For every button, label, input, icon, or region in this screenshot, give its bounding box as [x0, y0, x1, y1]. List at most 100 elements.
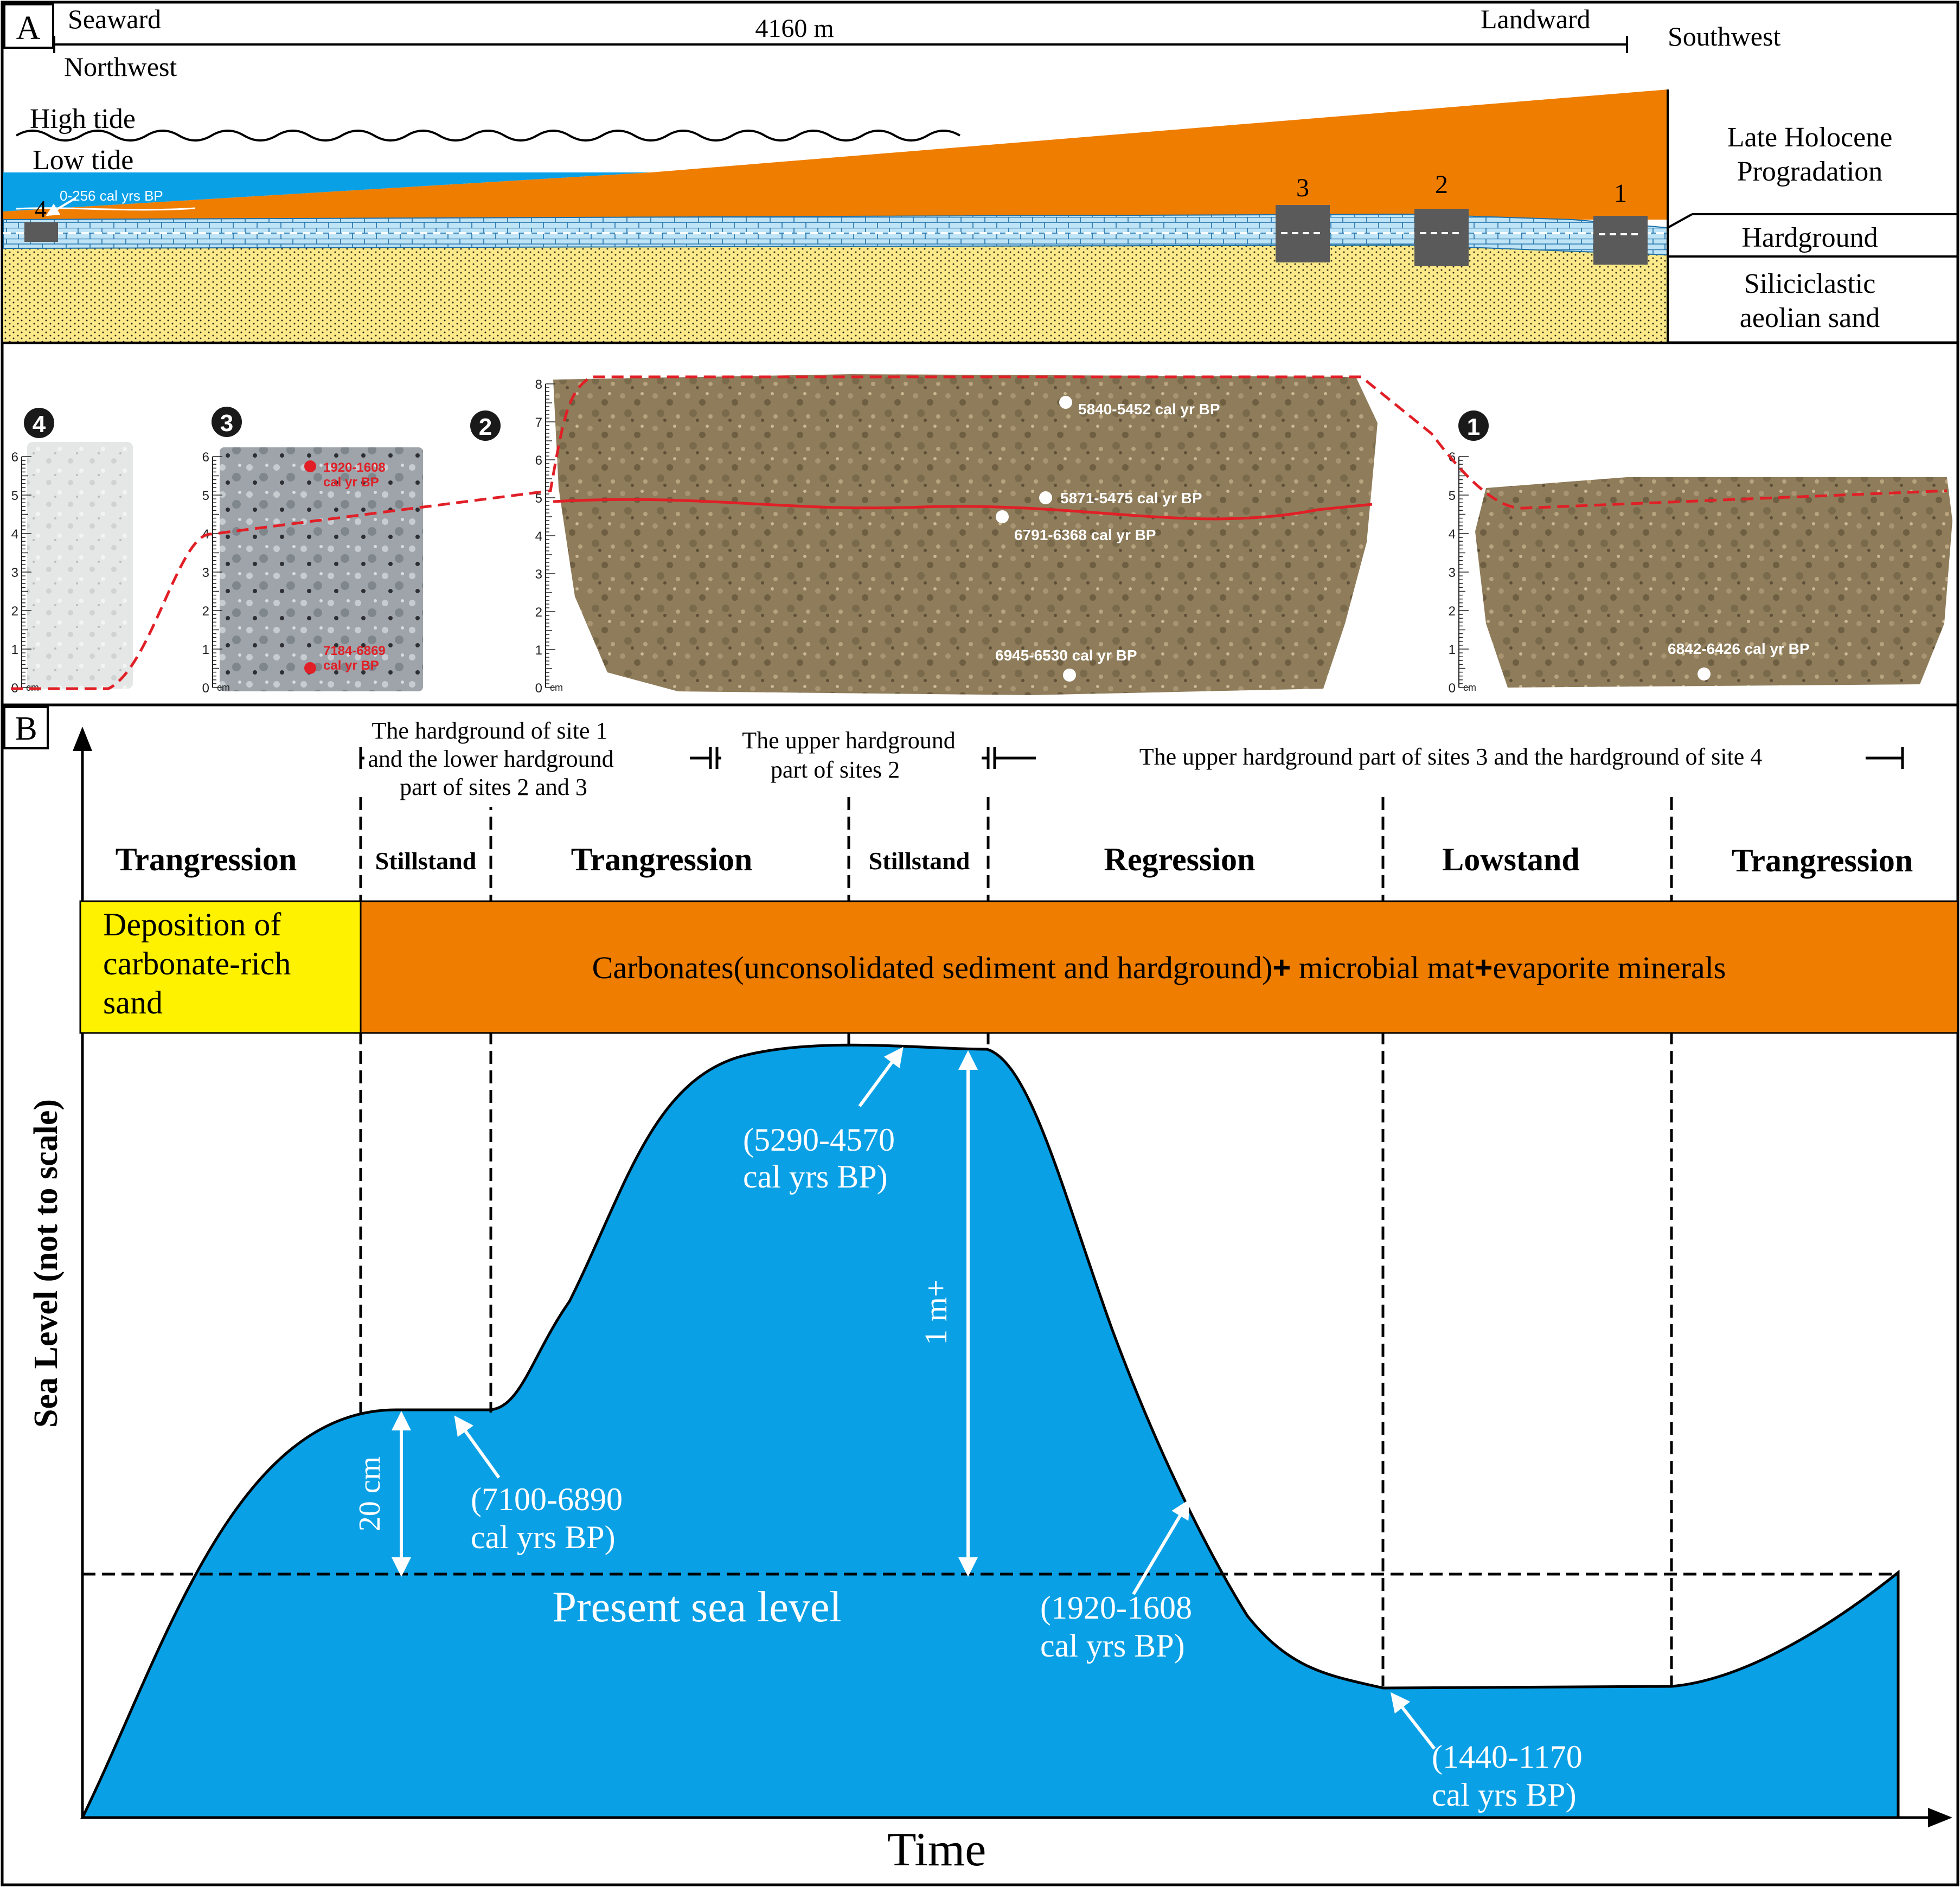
y-axis-label: Sea Level (not to scale) [28, 1099, 65, 1428]
age-7100-arrow [454, 1415, 501, 1479]
site-4-ruler-label: 6 [11, 450, 18, 465]
site-3-bottom-age-1: 7184-6869 [323, 644, 386, 658]
site-3-sample-photo [220, 447, 423, 691]
site-1-badge-number: 1 [1467, 414, 1480, 440]
landward-label: Landward [1481, 4, 1591, 34]
legend-late-holocene-2: Progradation [1737, 156, 1883, 187]
panel-a-label-box [3, 3, 54, 49]
high-tide-wave [15, 130, 961, 142]
site-2-number: 2 [1435, 170, 1448, 199]
site-4-ruler-label: 4 [11, 527, 18, 542]
bracket-2-line-2: part of sites 2 [771, 756, 900, 783]
y-axis-arrow [73, 727, 92, 751]
deposition-line-1: Deposition of [103, 907, 281, 942]
site-2-ruler-label: 0 [535, 681, 542, 696]
low-tide-label: Low tide [33, 145, 133, 176]
site-3-bottom-age-2: cal yr BP [323, 658, 379, 673]
legend-connector [1667, 213, 1693, 229]
site-2-ruler-unit: cm [550, 682, 563, 693]
site-1-ruler-label: 5 [1449, 489, 1456, 503]
site-2-ruler-label: 4 [535, 529, 542, 544]
site-4-ruler-label: 5 [11, 489, 18, 503]
age-5290-line-1: (5290-4570 [743, 1122, 895, 1158]
legend-siliciclastic-2: aeolian sand [1740, 303, 1880, 333]
legend-late-holocene-1: Late Holocene [1727, 122, 1893, 153]
age-1920-arrow [1132, 1499, 1190, 1595]
site-2-ruler-label: 2 [535, 605, 542, 620]
present-sea-level-label: Present sea level [552, 1583, 841, 1631]
site-2-badge [470, 410, 501, 441]
deposition-line-3: sand [103, 985, 163, 1020]
northwest-label: Northwest [64, 52, 177, 82]
site-2-ruler-label: 7 [535, 415, 542, 430]
site-1-sample-photo [1475, 477, 1952, 688]
site-4-number: 4 [35, 196, 47, 222]
site-3-ruler-label: 6 [202, 450, 209, 465]
age-1440-arrow [1390, 1692, 1436, 1750]
age-5290-arrow [858, 1047, 904, 1107]
site-3-ruler-label: 5 [202, 489, 209, 503]
site-2-ruler-label: 1 [535, 643, 542, 658]
site-1-age: 6842-6426 cal yr BP [1668, 640, 1810, 657]
site-3-ruler-unit: cm [217, 682, 230, 693]
site-3-number: 3 [1296, 174, 1309, 202]
x-axis-arrow [1928, 1808, 1952, 1827]
phase-trangression-1: Trangression [116, 842, 297, 877]
site-1-ruler-label: 3 [1449, 566, 1456, 580]
tidal-flat-mat [16, 207, 196, 211]
site-2-block [1414, 209, 1469, 266]
bracket-1-backdrop [364, 743, 690, 807]
site-2-age-4: 6945-6530 cal yr BP [995, 647, 1137, 664]
site-3-top-dot [304, 460, 316, 472]
site-2-sample-photo [553, 374, 1378, 695]
bracket-2-line-1: The upper hardground [742, 727, 955, 754]
age-1920-line-2: cal yrs BP) [1040, 1628, 1185, 1664]
site-3-top-age-1: 1920-1608 [323, 460, 386, 475]
measure-20cm: 20 cm [353, 1456, 387, 1531]
site-3-ruler-label: 0 [202, 681, 209, 696]
phase-lowstand: Lowstand [1442, 842, 1579, 877]
x-axis-label: Time [887, 1824, 987, 1876]
age-7100-line-2: cal yrs BP) [471, 1519, 616, 1555]
site-3-badge-number: 3 [220, 410, 233, 437]
site-2-badge-number: 2 [479, 414, 492, 440]
bracket-3-text: The upper hardground part of sites 3 and… [1139, 743, 1763, 770]
seaward-label: Seaward [68, 4, 161, 34]
site-2-age-2: 5871-5475 cal yr BP [1060, 490, 1202, 506]
carbonate-box [360, 900, 1959, 1034]
deposition-box [79, 900, 362, 1034]
age-1920-line-1: (1920-1608 [1040, 1590, 1192, 1626]
site-1-ruler-label: 4 [1449, 527, 1456, 542]
panel-b-label: B [15, 710, 37, 747]
distance-label: 4160 m [755, 14, 834, 43]
phase-regression: Regression [1104, 842, 1256, 877]
measure-1m: 1 m+ [918, 1279, 953, 1345]
age-7100-line-1: (7100-6890 [471, 1481, 623, 1517]
site-2-ruler-label: 5 [535, 491, 542, 506]
bracket-2-backdrop [721, 743, 982, 779]
phase-trangression-2: Trangression [571, 842, 752, 877]
panel-a-label: A [16, 10, 41, 47]
site-4-age: 0-256 cal yrs BP [60, 188, 163, 204]
bracket-1-line-2: and the lower hardground [368, 746, 613, 772]
site-1-ruler-label: 2 [1449, 604, 1456, 619]
site-2-age-3: 6791-6368 cal yr BP [1014, 527, 1156, 543]
southwest-label: Southwest [1668, 21, 1780, 52]
site-2-dot-4 [1063, 669, 1076, 682]
panel-b-label-box [3, 706, 49, 749]
bracket-1-line-3: part of sites 2 and 3 [400, 774, 587, 800]
legend-siliciclastic-1: Siliciclastic [1744, 268, 1876, 299]
phase-stillstand-2: Stillstand [869, 847, 970, 875]
site-4-badge-number: 4 [33, 411, 46, 438]
site-3-bottom-dot [304, 662, 316, 674]
site-3-top-age-2: cal yr BP [323, 475, 379, 490]
site-2-internal-boundary [553, 498, 1373, 521]
site-4-block [24, 222, 58, 242]
site-3-ruler-label: 3 [202, 566, 209, 580]
site-4-arrow [46, 197, 77, 216]
site-2-ruler-label: 3 [535, 567, 542, 582]
progradation-wedge [3, 89, 1668, 220]
site-1-number: 1 [1614, 179, 1627, 208]
site-2-ruler-label: 8 [535, 377, 542, 392]
